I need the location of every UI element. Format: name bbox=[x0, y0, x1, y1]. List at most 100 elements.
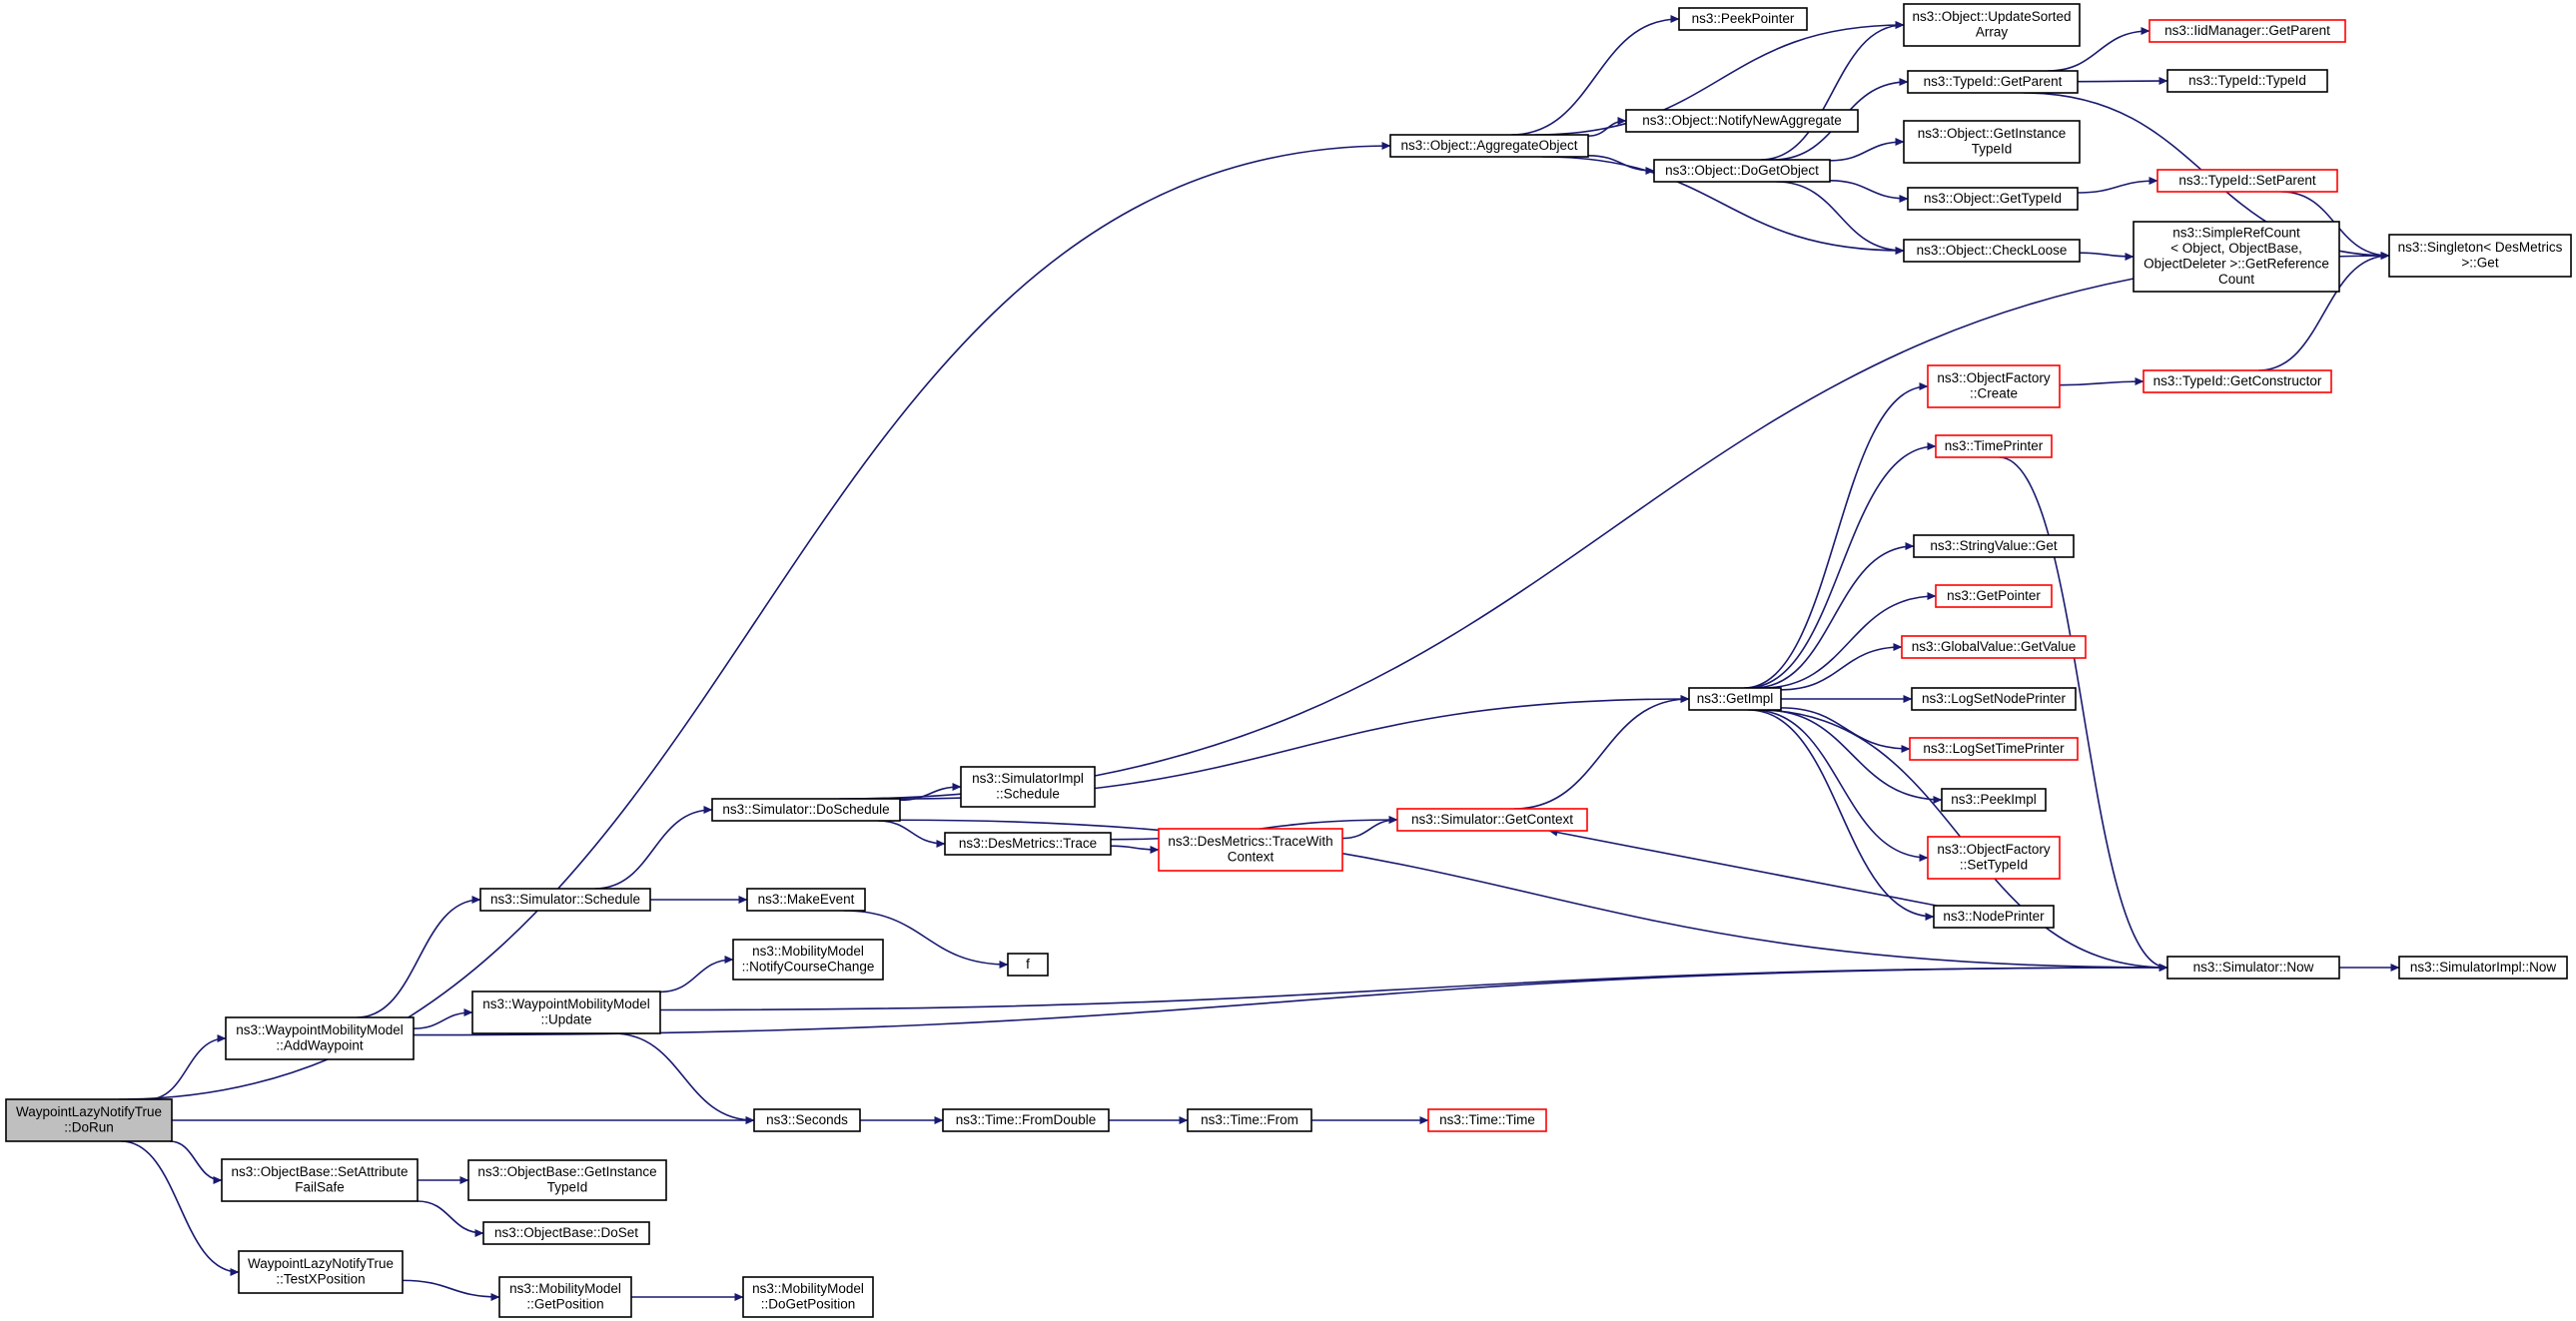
node-type-id-get-parent[interactable]: ns3::TypeId::GetParent bbox=[1907, 70, 2079, 94]
node-box bbox=[2388, 234, 2572, 278]
edge-do-get-object-to-update-sorted-array bbox=[1760, 20, 1905, 161]
node-type-id-type-id[interactable]: ns3::TypeId::TypeId bbox=[2166, 69, 2328, 93]
node-time-printer[interactable]: ns3::TimePrinter bbox=[1935, 434, 2053, 458]
node-make-event[interactable]: ns3::MakeEvent bbox=[746, 888, 866, 912]
node-time-from-double[interactable]: ns3::Time::FromDouble bbox=[942, 1108, 1110, 1132]
node-object-factory-set-type-id[interactable]: ns3::ObjectFactory::SetTypeId bbox=[1927, 836, 2061, 880]
edge-add-waypoint-to-sim-schedule bbox=[357, 895, 481, 1018]
node-add-waypoint[interactable]: ns3::WaypointMobilityModel::AddWaypoint bbox=[225, 1016, 415, 1060]
node-label: ns3::Object::GetInstance bbox=[1918, 126, 2067, 141]
node-aggregate-object[interactable]: ns3::Object::AggregateObject bbox=[1389, 134, 1589, 158]
node-label: ns3::TypeId::TypeId bbox=[2188, 73, 2306, 88]
node-box bbox=[1935, 434, 2053, 458]
node-time-time[interactable]: ns3::Time::Time bbox=[1427, 1108, 1547, 1132]
edge-type-id-get-parent-to-type-id-type-id bbox=[2077, 76, 2168, 86]
edge-wmm-update-to-seconds bbox=[612, 1032, 755, 1125]
node-iid-manager-get-parent[interactable]: ns3::IidManager::GetParent bbox=[2148, 19, 2346, 43]
node-log-set-node-printer[interactable]: ns3::LogSetNodePrinter bbox=[1911, 687, 2077, 711]
edge-aggregate-object-to-notify-new-aggregate bbox=[1587, 116, 1627, 138]
edge-check-loose-to-simple-ref-count bbox=[2079, 252, 2135, 262]
node-ob-do-set[interactable]: ns3::ObjectBase::DoSet bbox=[482, 1221, 650, 1245]
edge-get-impl-to-log-set-time-printer bbox=[1780, 707, 1911, 754]
node-box bbox=[960, 766, 1096, 808]
node-box bbox=[1933, 905, 2055, 929]
node-label: >::Get bbox=[2461, 256, 2498, 271]
node-box bbox=[5, 1098, 173, 1142]
node-mm-notify-course-change[interactable]: ns3::MobilityModel::NotifyCourseChange bbox=[732, 939, 884, 981]
node-label: ns3::GetImpl bbox=[1697, 691, 1774, 706]
node-box bbox=[1903, 3, 2081, 47]
node-sim-do-schedule[interactable]: ns3::Simulator::DoSchedule bbox=[711, 798, 901, 822]
node-test-xposition[interactable]: WaypointLazyNotifyTrue::TestXPosition bbox=[238, 1250, 404, 1294]
node-type-id-set-parent[interactable]: ns3::TypeId::SetParent bbox=[2156, 169, 2338, 193]
node-label: ns3::TimePrinter bbox=[1945, 438, 2044, 453]
node-object-factory-create[interactable]: ns3::ObjectFactory::Create bbox=[1927, 364, 2061, 408]
node-mm-do-get-position[interactable]: ns3::MobilityModel::DoGetPosition bbox=[742, 1276, 874, 1318]
node-do-get-object[interactable]: ns3::Object::DoGetObject bbox=[1653, 159, 1831, 183]
node-root[interactable]: WaypointLazyNotifyTrue::DoRun bbox=[5, 1098, 173, 1142]
node-type-id-get-constructor[interactable]: ns3::TypeId::GetConstructor bbox=[2143, 369, 2332, 393]
node-label: ::Update bbox=[540, 1012, 591, 1027]
node-sim-now[interactable]: ns3::Simulator::Now bbox=[2166, 956, 2340, 980]
node-box bbox=[2166, 69, 2328, 93]
edge-get-impl-to-string-value-get bbox=[1753, 541, 1915, 689]
edge-make-event-to-f bbox=[843, 910, 1009, 970]
node-get-pointer[interactable]: ns3::GetPointer bbox=[1935, 584, 2053, 608]
node-box bbox=[467, 1159, 667, 1201]
node-label: ns3::Simulator::Now bbox=[2193, 960, 2314, 975]
node-global-value-get-value[interactable]: ns3::GlobalValue::GetValue bbox=[1901, 635, 2087, 659]
node-label: ns3::DesMetrics::TraceWith bbox=[1168, 834, 1332, 849]
node-label: ns3::Object::CheckLoose bbox=[1917, 243, 2068, 258]
node-box bbox=[1941, 788, 2047, 812]
node-box bbox=[1678, 7, 1808, 31]
node-label: ns3::SimulatorImpl::Now bbox=[2410, 960, 2557, 975]
node-sim-impl-schedule[interactable]: ns3::SimulatorImpl::Schedule bbox=[960, 766, 1096, 808]
node-box bbox=[225, 1016, 415, 1060]
node-notify-new-aggregate[interactable]: ns3::Object::NotifyNewAggregate bbox=[1625, 109, 1859, 133]
node-get-impl[interactable]: ns3::GetImpl bbox=[1688, 687, 1782, 711]
node-peek-pointer[interactable]: ns3::PeekPointer bbox=[1678, 7, 1808, 31]
edge-get-impl-to-time-printer bbox=[1746, 441, 1937, 689]
node-seconds[interactable]: ns3::Seconds bbox=[753, 1108, 861, 1132]
node-wmm-update[interactable]: ns3::WaypointMobilityModel::Update bbox=[471, 991, 661, 1034]
node-check-loose[interactable]: ns3::Object::CheckLoose bbox=[1903, 239, 2081, 263]
node-des-trace[interactable]: ns3::DesMetrics::Trace bbox=[944, 832, 1112, 856]
node-peek-impl[interactable]: ns3::PeekImpl bbox=[1941, 788, 2047, 812]
node-label: ::AddWaypoint bbox=[276, 1038, 364, 1053]
node-box bbox=[2133, 221, 2340, 293]
edge-time-printer-to-sim-now bbox=[1999, 456, 2168, 972]
node-label: ns3::ObjectBase::SetAttribute bbox=[231, 1164, 408, 1179]
edge-add-waypoint-to-wmm-update bbox=[413, 1007, 473, 1029]
node-mm-get-position[interactable]: ns3::MobilityModel::GetPosition bbox=[498, 1276, 632, 1318]
node-label: ns3::Object::NotifyNewAggregate bbox=[1642, 113, 1842, 128]
node-sim-schedule[interactable]: ns3::Simulator::Schedule bbox=[479, 888, 651, 912]
node-box bbox=[1927, 364, 2061, 408]
node-singleton-get[interactable]: ns3::Singleton< DesMetrics >::Get bbox=[2388, 234, 2572, 278]
node-box bbox=[1909, 737, 2079, 761]
node-log-set-time-printer[interactable]: ns3::LogSetTimePrinter bbox=[1909, 737, 2079, 761]
node-string-value-get[interactable]: ns3::StringValue::Get bbox=[1913, 534, 2075, 558]
node-sim-impl-now[interactable]: ns3::SimulatorImpl::Now bbox=[2398, 956, 2568, 980]
node-time-from[interactable]: ns3::Time::From bbox=[1187, 1108, 1312, 1132]
node-sim-get-context[interactable]: ns3::Simulator::GetContext bbox=[1396, 808, 1588, 832]
node-box bbox=[1911, 687, 2077, 711]
node-label: ns3::Time::FromDouble bbox=[956, 1112, 1097, 1127]
node-obj-get-type-id[interactable]: ns3::Object::GetTypeId bbox=[1907, 187, 2079, 211]
edge-get-impl-to-object-factory-set-type-id bbox=[1752, 709, 1929, 863]
node-simple-ref-count[interactable]: ns3::SimpleRefCount< Object, ObjectBase,… bbox=[2133, 221, 2340, 293]
node-label: ns3::ObjectFactory bbox=[1937, 842, 2051, 857]
node-node-printer[interactable]: ns3::NodePrinter bbox=[1933, 905, 2055, 929]
node-label: ns3::TypeId::SetParent bbox=[2178, 173, 2316, 188]
node-f[interactable]: f bbox=[1007, 953, 1049, 977]
node-label: TypeId bbox=[547, 1180, 588, 1195]
node-label: ObjectDeleter >::GetReference bbox=[2144, 257, 2329, 272]
node-box bbox=[753, 1108, 861, 1132]
node-label: ns3::MobilityModel bbox=[752, 944, 864, 959]
node-box bbox=[1653, 159, 1831, 183]
